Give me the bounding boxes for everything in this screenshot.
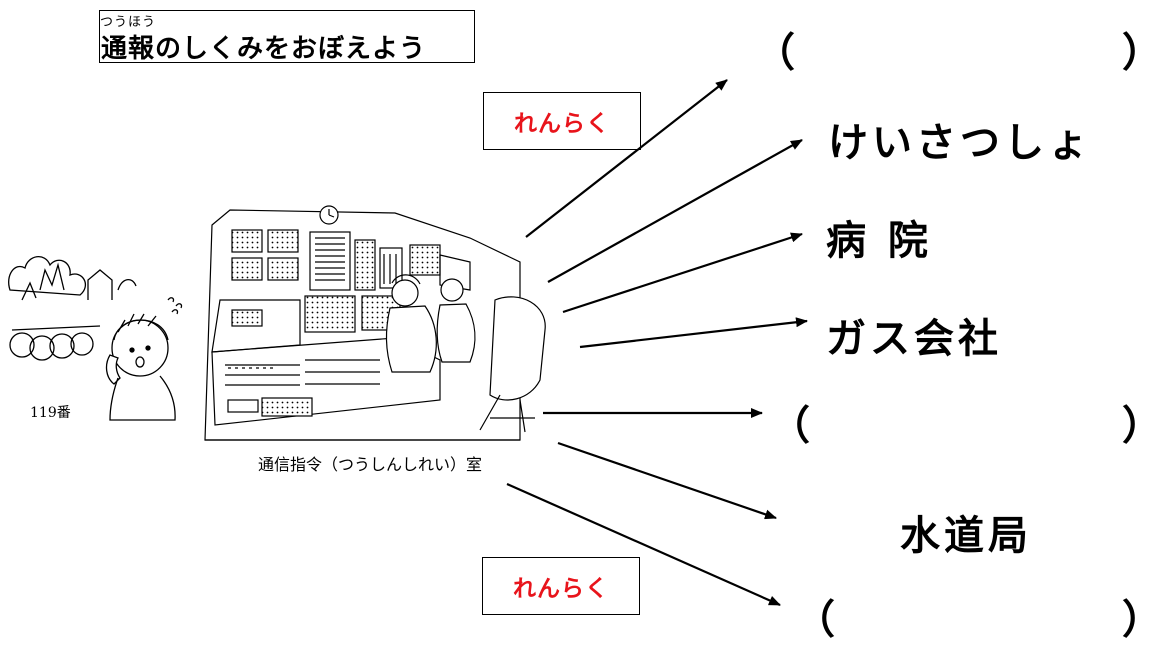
arrow-to-gas xyxy=(579,317,808,349)
dest-hospital: 病 院 xyxy=(826,218,932,264)
dest-gas: ガス会社 xyxy=(826,316,1002,362)
caller-illustration xyxy=(8,256,183,421)
title-ruby: つうほう xyxy=(100,15,157,30)
dispatch-room-caption: 通信指令（つうしんしれい）室 xyxy=(258,455,482,474)
renraku-text-bottom: れんらく xyxy=(513,576,609,602)
arrow-to-blank3 xyxy=(506,482,781,607)
renraku-text-top: れんらく xyxy=(514,111,610,137)
blank1-open-paren: （ xyxy=(755,30,795,76)
arrow-to-hospital xyxy=(562,232,803,314)
blank2-open-paren: （ xyxy=(770,403,810,449)
blank1-close-paren: ） xyxy=(1122,30,1162,76)
page-title: 通報のしくみをおぼえよう xyxy=(101,34,427,64)
blank2-close-paren: ） xyxy=(1122,403,1162,449)
arrows xyxy=(506,79,808,607)
arrow-to-police xyxy=(547,139,803,283)
caller-caption: 119番 xyxy=(30,405,71,421)
dest-water: 水道局 xyxy=(900,513,1032,559)
dispatch-room-illustration xyxy=(204,205,546,441)
arrow-to-water xyxy=(557,441,777,520)
renraku-label-top: れんらく xyxy=(483,92,641,150)
arrow-to-blank1 xyxy=(525,79,728,238)
renraku-label-bottom: れんらく xyxy=(482,557,640,615)
title-box xyxy=(99,10,475,63)
dest-police: けいさつしょ xyxy=(828,120,1092,166)
